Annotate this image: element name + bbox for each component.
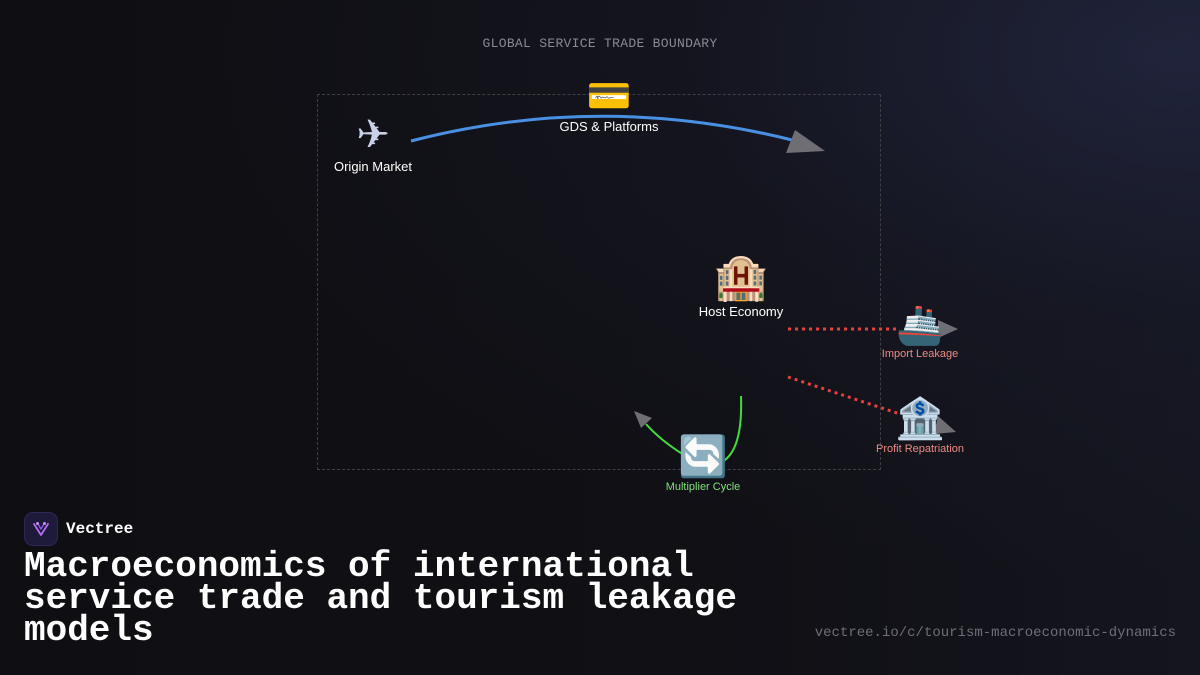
airplane-icon: ✈ [356, 112, 390, 158]
multiplier-cycle-label: Multiplier Cycle [665, 481, 741, 493]
origin-market-label: Origin Market [333, 159, 413, 174]
trade-boundary-box [317, 94, 881, 470]
multiplier-arrowhead [634, 411, 652, 428]
cycle-arrows-icon: 🔄 [678, 434, 728, 480]
page-headline: Macroeconomics of international service … [24, 546, 737, 651]
import-leakage-arrowhead [938, 320, 958, 338]
profit-repatriation-arrowhead [934, 416, 956, 434]
brand-name: Vectree [66, 520, 134, 538]
node-host-economy: 🏨 Host Economy [698, 252, 784, 320]
node-profit-repatriation: 🏦 Profit Repatriation [876, 399, 964, 455]
main-flow-arrow [410, 114, 793, 143]
profit-repatriation-arrow [787, 375, 901, 416]
node-gds-platforms: 💳 GDS & Platforms [559, 76, 659, 135]
credit-card-icon: 💳 [586, 76, 632, 117]
hotel-icon: 🏨 [713, 252, 769, 303]
multiplier-arrow-back [645, 423, 685, 456]
source-url[interactable]: vectree.io/c/tourism-macroeconomic-dynam… [814, 625, 1176, 641]
node-origin-market: ✈ Origin Market [334, 115, 412, 174]
boundary-title: GLOBAL SERVICE TRADE BOUNDARY [482, 36, 718, 51]
multiplier-arrow-out [721, 395, 743, 463]
import-leakage-label: Import Leakage [881, 348, 959, 360]
host-economy-label: Host Economy [698, 304, 784, 319]
vectree-logo-icon [24, 512, 58, 546]
logo-mark-icon [33, 522, 49, 536]
ship-icon: 🚢 [896, 303, 944, 347]
main-flow-arrowhead [786, 130, 825, 153]
gds-platforms-label: GDS & Platforms [559, 119, 659, 134]
profit-repatriation-label: Profit Repatriation [875, 443, 965, 455]
node-multiplier-cycle: 🔄 Multiplier Cycle [666, 437, 741, 493]
node-import-leakage: 🚢 Import Leakage [882, 306, 958, 360]
brand[interactable]: Vectree [24, 512, 133, 546]
bank-icon: 🏦 [895, 396, 945, 442]
